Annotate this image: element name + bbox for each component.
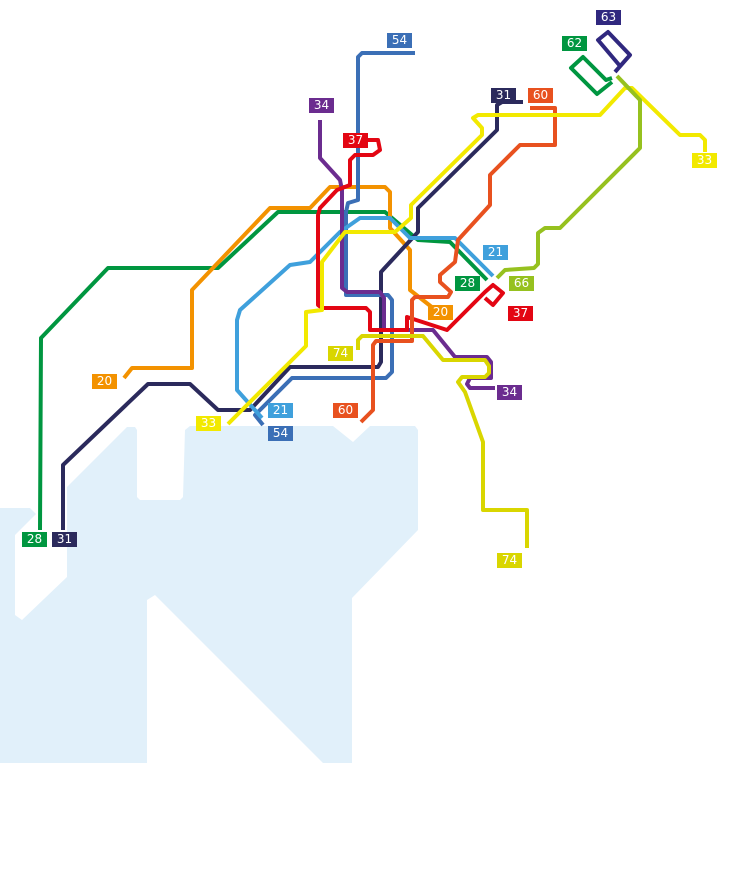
route-62-label[interactable]: 62 xyxy=(562,36,587,51)
route-74-line[interactable] xyxy=(356,334,529,548)
route-21-line[interactable] xyxy=(235,216,495,420)
route-28-label[interactable]: 28 xyxy=(455,276,480,291)
route-63-label[interactable]: 63 xyxy=(596,10,621,25)
route-54-label[interactable]: 54 xyxy=(268,426,293,441)
route-28-line[interactable] xyxy=(38,210,489,531)
route-37-label[interactable]: 37 xyxy=(343,133,368,148)
route-74-label[interactable]: 74 xyxy=(328,346,353,361)
route-20-label[interactable]: 20 xyxy=(428,305,453,320)
route-21-label[interactable]: 21 xyxy=(268,403,293,418)
route-60-line[interactable] xyxy=(359,106,557,424)
route-63-loop[interactable] xyxy=(596,30,632,74)
route-60-label[interactable]: 60 xyxy=(528,88,553,103)
route-62-loop[interactable] xyxy=(569,55,614,96)
route-20-label[interactable]: 20 xyxy=(92,374,117,389)
route-33-label[interactable]: 33 xyxy=(196,416,221,431)
route-37-label[interactable]: 37 xyxy=(508,306,533,321)
route-28-label[interactable]: 28 xyxy=(22,532,47,547)
route-20-line[interactable] xyxy=(122,185,435,380)
route-74-label[interactable]: 74 xyxy=(497,553,522,568)
route-31-line[interactable] xyxy=(61,100,523,530)
route-33-label[interactable]: 33 xyxy=(692,153,717,168)
route-31-label[interactable]: 31 xyxy=(52,532,77,547)
route-66-label[interactable]: 66 xyxy=(509,276,534,291)
route-34-label[interactable]: 34 xyxy=(309,98,334,113)
route-33-line[interactable] xyxy=(226,86,707,426)
route-21-label[interactable]: 21 xyxy=(483,245,508,260)
water-area xyxy=(0,426,418,763)
route-31-label[interactable]: 31 xyxy=(491,88,516,103)
route-60-label[interactable]: 60 xyxy=(333,403,358,418)
route-66-line[interactable] xyxy=(495,74,642,280)
route-34-label[interactable]: 34 xyxy=(497,385,522,400)
route-54-line[interactable] xyxy=(253,51,415,427)
route-54-label[interactable]: 54 xyxy=(387,33,412,48)
